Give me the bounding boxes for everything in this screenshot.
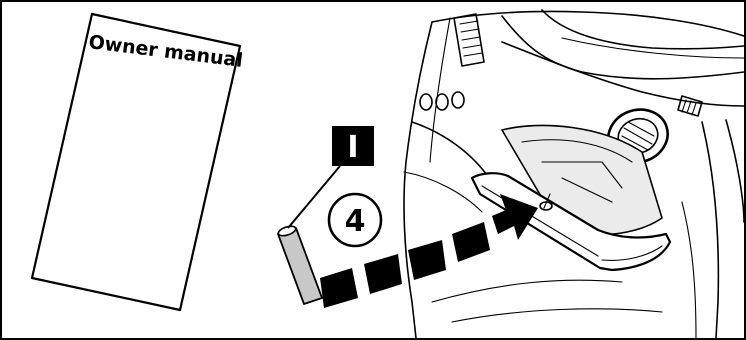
dash-grille xyxy=(677,95,703,117)
tool-label-letter: I xyxy=(347,130,358,165)
release-tool-rod xyxy=(277,225,323,305)
step-number: 4 xyxy=(345,204,366,239)
glovebox-latch-slot xyxy=(539,193,553,211)
insertion-arrow xyxy=(320,194,538,308)
step-number-badge: 4 xyxy=(327,192,383,248)
glovebox xyxy=(470,124,672,272)
dashboard-interior xyxy=(403,9,744,338)
left-air-vent xyxy=(453,13,485,67)
callout-leader-line xyxy=(287,165,341,229)
tool-label-badge: I xyxy=(287,126,374,229)
control-knobs xyxy=(419,91,465,111)
owner-manual-booklet: Owner manual xyxy=(30,12,244,312)
